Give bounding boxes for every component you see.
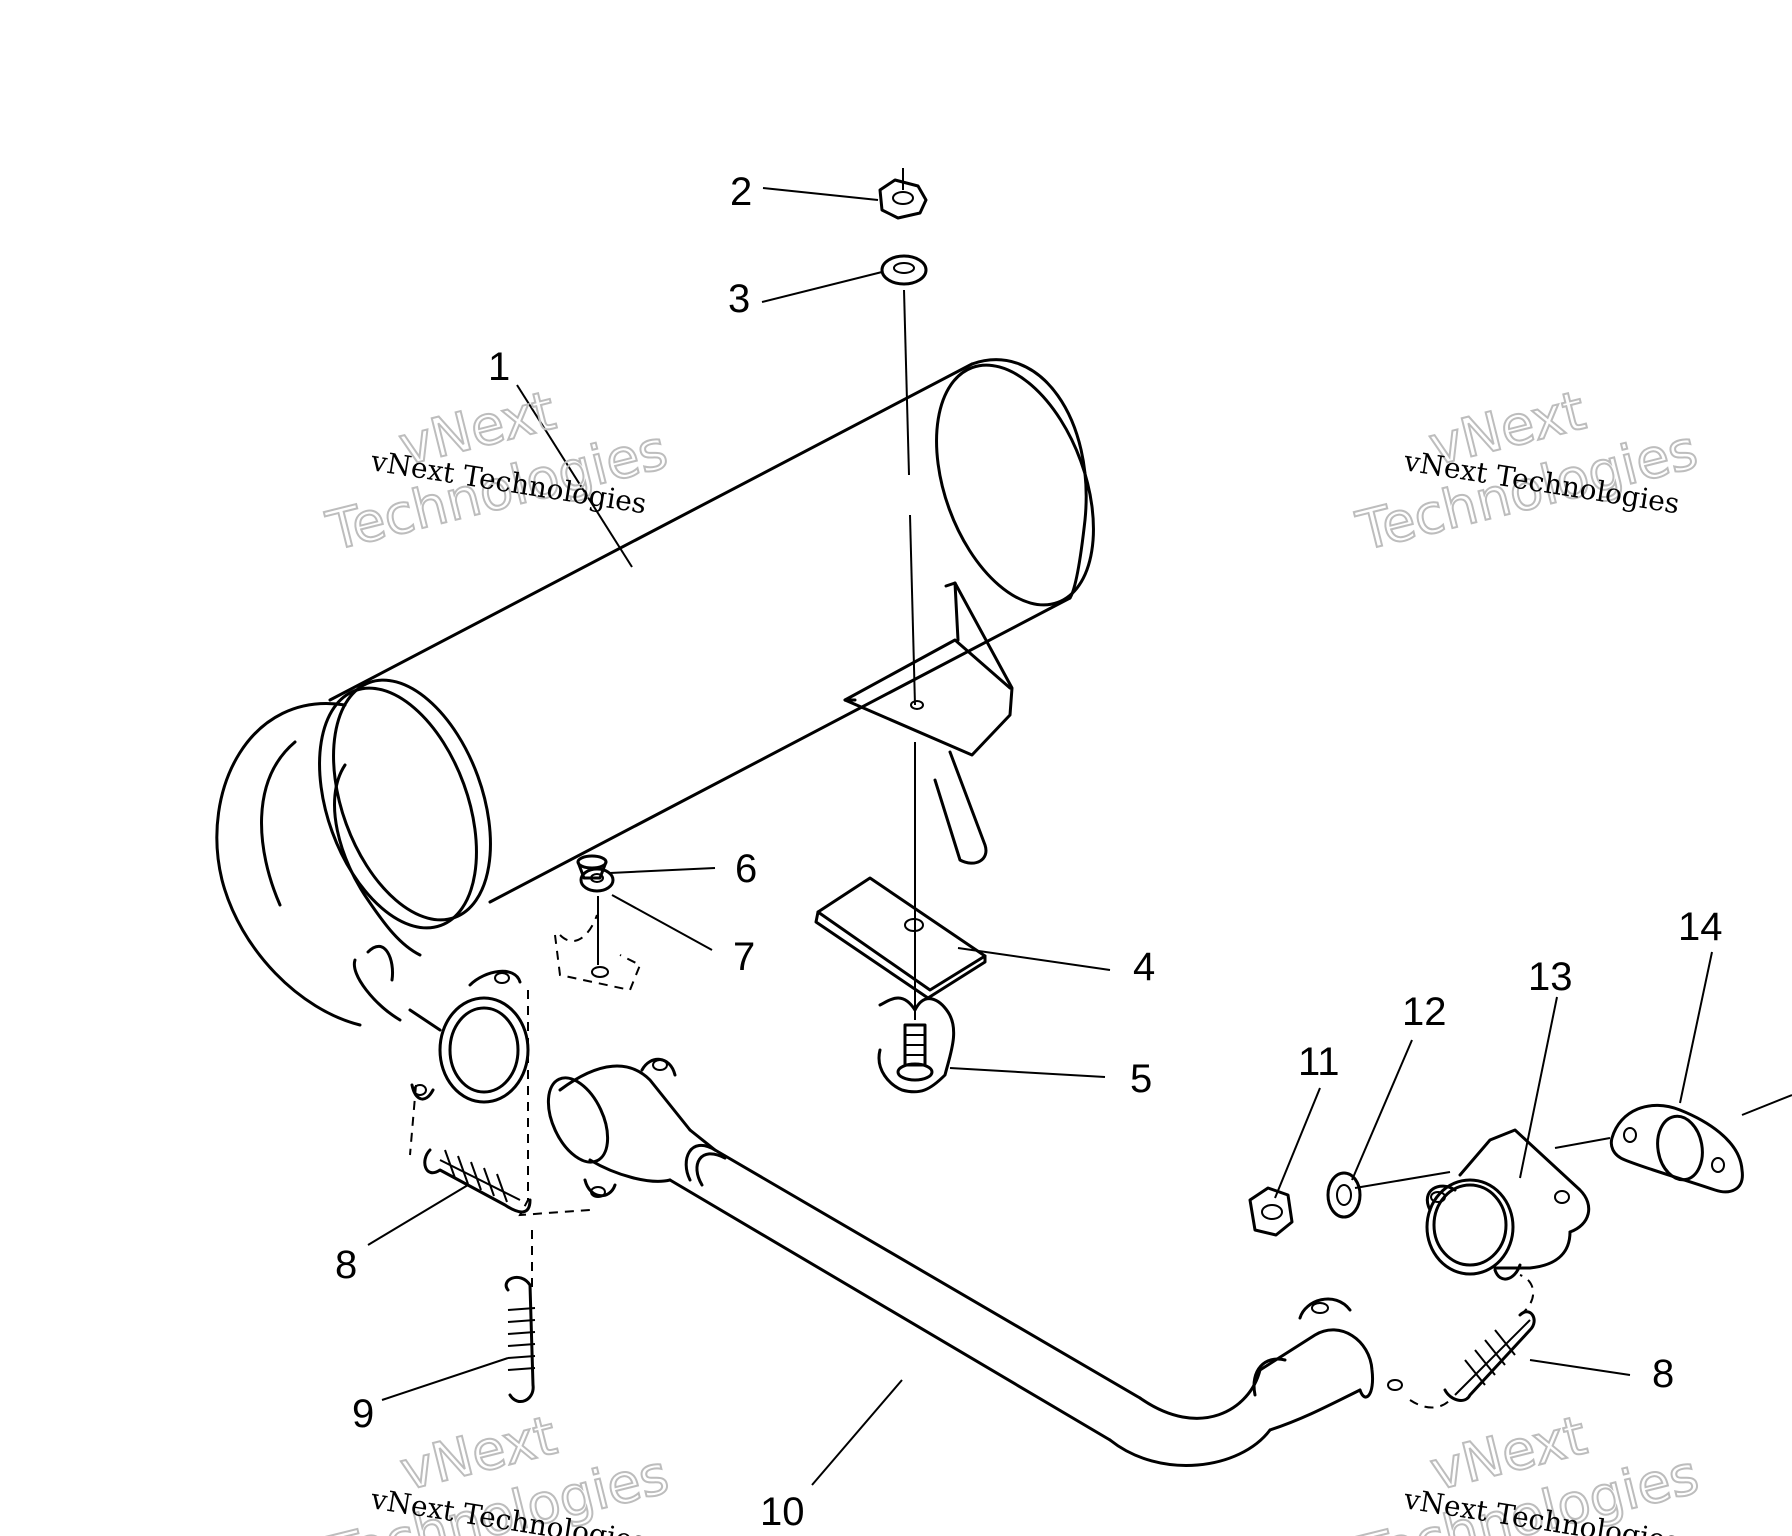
leader-8b — [1529, 1359, 1631, 1376]
spring-right-8 — [1409, 1274, 1536, 1409]
leader-12 — [1351, 1039, 1413, 1181]
leader-6 — [609, 867, 716, 874]
callout-1: 1 — [488, 345, 510, 389]
leader-5 — [949, 1067, 1106, 1078]
nut-top — [878, 168, 928, 220]
leader-7 — [611, 894, 713, 951]
callout-8b: 8 — [1652, 1352, 1674, 1396]
stud-axis — [903, 289, 910, 476]
callout-5: 5 — [1130, 1057, 1152, 1101]
callout-6: 6 — [735, 847, 757, 891]
leader-1 — [516, 384, 633, 568]
spring-9 — [504, 1230, 536, 1403]
leader-8a — [367, 1184, 469, 1246]
callout-14: 14 — [1678, 905, 1723, 949]
exhaust-flange — [1425, 1128, 1591, 1281]
callout-7: 7 — [733, 935, 755, 979]
leader-14 — [1679, 951, 1713, 1104]
flange-nut — [1248, 1186, 1294, 1237]
callout-12: 12 — [1402, 990, 1447, 1034]
watermark-top-right: vNext Technologies — [1349, 378, 1704, 564]
leader-2 — [762, 187, 879, 201]
leader-10 — [811, 1379, 903, 1486]
leader-13 — [1519, 996, 1558, 1179]
leader-11 — [1274, 1087, 1321, 1199]
callout-3: 3 — [728, 277, 750, 321]
grommet — [554, 867, 642, 992]
muffler-inlet-flange — [352, 944, 530, 1104]
washer-top — [880, 254, 928, 286]
head-pipe — [546, 1057, 1403, 1467]
exhaust-gasket — [1609, 1103, 1744, 1194]
callout-13: 13 — [1528, 955, 1573, 999]
leader-9 — [381, 1357, 509, 1401]
muffler — [215, 358, 1095, 1027]
leader-4 — [957, 947, 1111, 971]
stud-bolt — [877, 996, 956, 1094]
flange-washer — [1326, 1171, 1362, 1219]
callout-8a: 8 — [335, 1243, 357, 1287]
callout-2: 2 — [730, 170, 752, 214]
callout-11: 11 — [1298, 1040, 1340, 1084]
isolator-pad — [814, 876, 987, 1000]
callout-10: 10 — [760, 1490, 805, 1534]
flange-stud-axis — [1354, 1171, 1451, 1189]
leader-3 — [761, 271, 883, 303]
callout-4: 4 — [1133, 945, 1155, 989]
callout-9: 9 — [352, 1392, 374, 1436]
spring-left-8 — [409, 990, 591, 1217]
